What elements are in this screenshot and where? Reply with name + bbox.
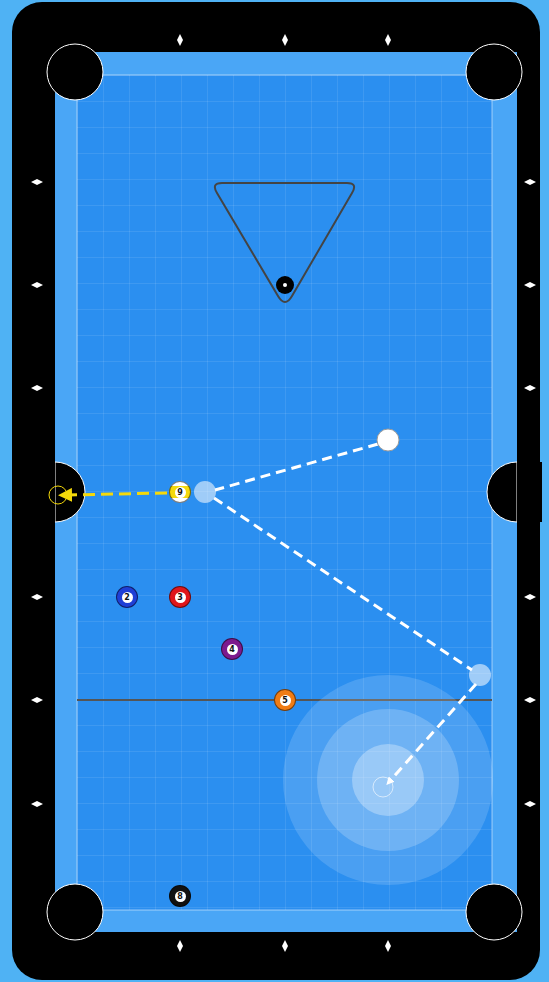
pool-ball: 8 <box>169 885 191 907</box>
pool-ball: 3 <box>169 586 191 608</box>
ball-number: 5 <box>280 695 291 706</box>
pool-ball: 9 <box>169 481 191 503</box>
pool-ball: 5 <box>274 689 296 711</box>
ball-number: 3 <box>175 592 186 603</box>
ball-number: 8 <box>175 891 186 902</box>
pool-ball: 2 <box>116 586 138 608</box>
pool-ball: 4 <box>221 638 243 660</box>
ball-number: 2 <box>122 592 133 603</box>
ball-number: 4 <box>227 644 238 655</box>
ball-number: 9 <box>175 487 186 498</box>
